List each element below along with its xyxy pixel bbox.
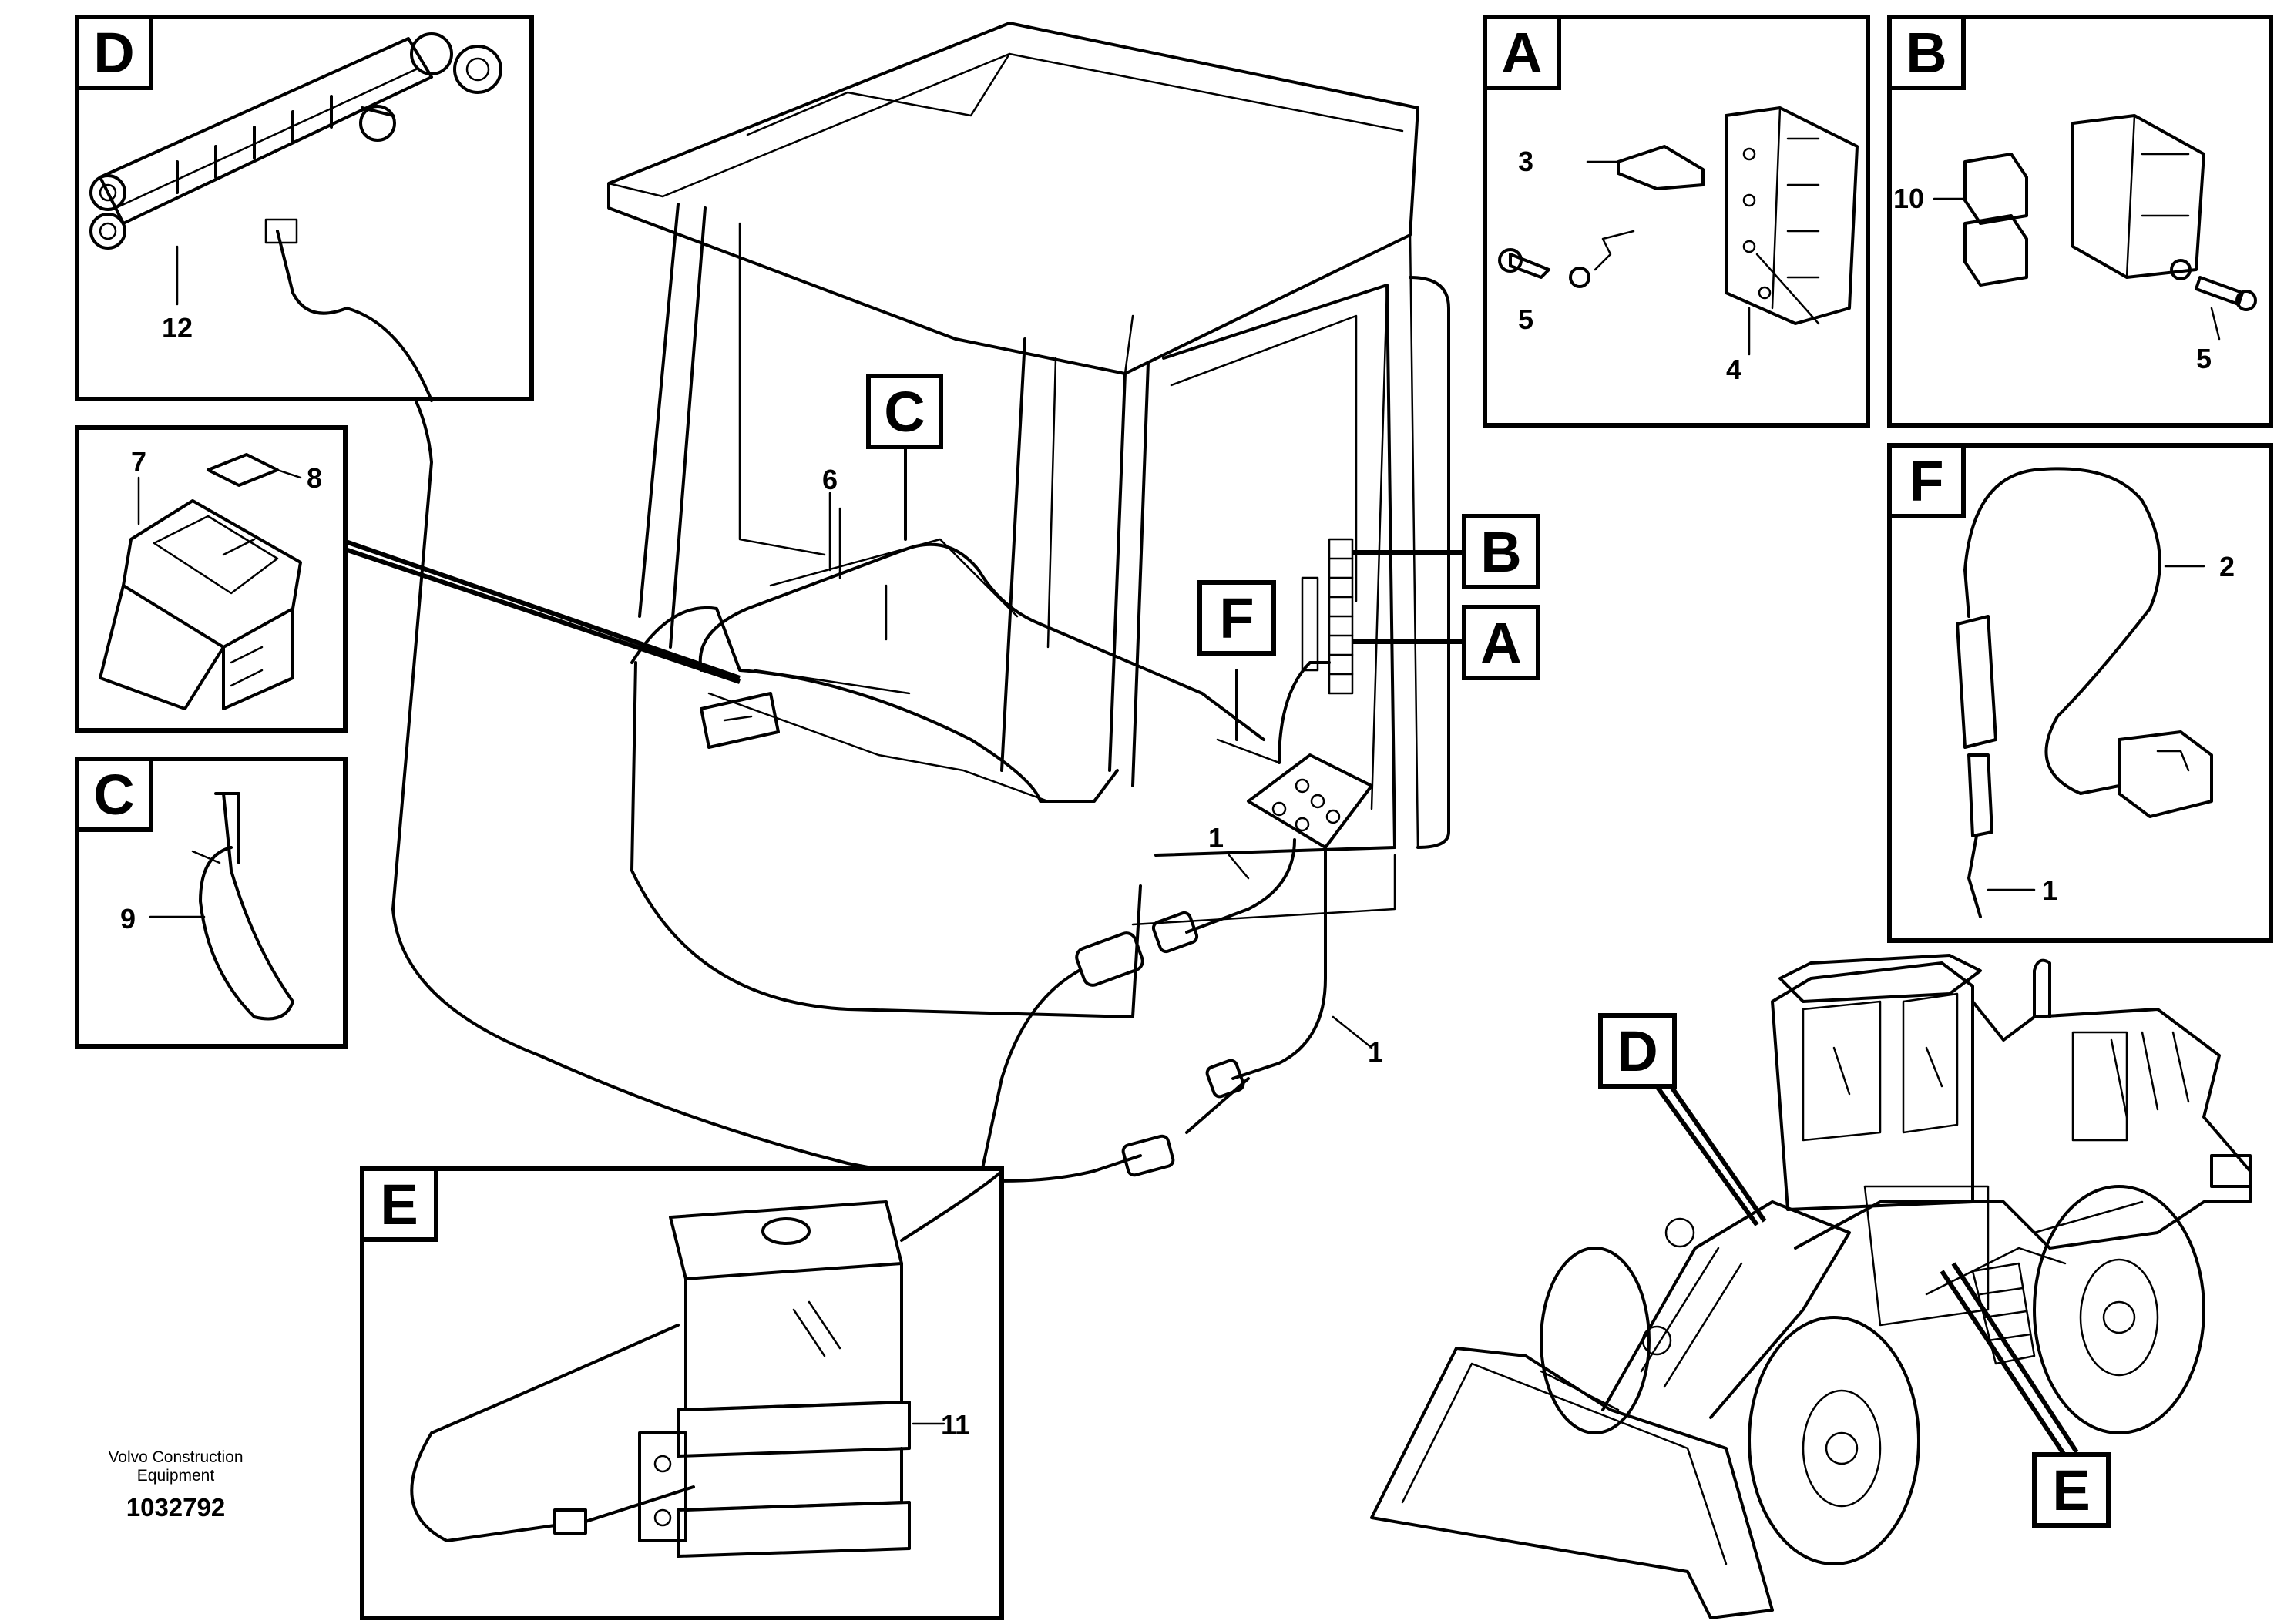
badge-F-panel: F xyxy=(1887,443,1966,518)
label-A-panel: A xyxy=(1501,21,1542,85)
label-D-loader: D xyxy=(1617,1019,1658,1083)
cab-illustration xyxy=(330,22,1450,1188)
badge-C-panel: C xyxy=(75,757,153,832)
detail-E-panel xyxy=(360,1166,1004,1620)
part-1-label-cab: 1 xyxy=(1208,822,1224,854)
part-6-label: 6 xyxy=(822,464,838,495)
label-B-panel: B xyxy=(1906,21,1946,85)
part-5-label-B: 5 xyxy=(2196,343,2212,374)
part-9-label: 9 xyxy=(120,903,136,934)
label-C-cab: C xyxy=(884,380,925,444)
part-11-label: 11 xyxy=(941,1409,970,1441)
part-10-label: 10 xyxy=(1893,183,1924,214)
part-1-label-F: 1 xyxy=(2042,874,2057,906)
detail-F-panel xyxy=(1887,443,2273,943)
badge-A-cab: A xyxy=(1462,605,1540,680)
drawing-id: 1032792 xyxy=(126,1493,225,1522)
label-F-cab: F xyxy=(1219,586,1254,650)
part-3-label: 3 xyxy=(1518,146,1533,177)
label-A-cab: A xyxy=(1480,611,1521,675)
company-line1: Volvo Construction xyxy=(108,1448,243,1466)
company-line2: Equipment xyxy=(137,1467,215,1485)
part-5-label-A: 5 xyxy=(1518,304,1533,335)
footer-block: Volvo Construction Equipment 1032792 xyxy=(108,1448,243,1522)
label-B-cab: B xyxy=(1480,520,1521,584)
label-E-loader: E xyxy=(2052,1458,2090,1522)
badge-F-cab: F xyxy=(1197,580,1276,656)
part-7-label: 7 xyxy=(131,446,146,478)
part-2-label: 2 xyxy=(2219,551,2235,582)
badge-C-top: C xyxy=(866,374,943,449)
badge-E-loader: E xyxy=(2032,1452,2111,1528)
badge-B-cab: B xyxy=(1462,514,1540,589)
badge-E-panel: E xyxy=(360,1166,438,1242)
switch-detail-panel xyxy=(75,425,348,733)
callout-leaders xyxy=(338,445,1464,741)
badge-D-top: D xyxy=(75,15,153,90)
number-leaders xyxy=(838,507,1373,1049)
part-12-label: 12 xyxy=(162,312,193,344)
label-F-panel: F xyxy=(1909,449,1943,513)
badge-D-loader: D xyxy=(1598,1013,1677,1089)
label-D-top: D xyxy=(93,21,134,85)
part-1-label-lower: 1 xyxy=(1368,1036,1383,1068)
label-C-panel: C xyxy=(93,763,134,827)
badge-A-panel: A xyxy=(1483,15,1561,90)
label-E-panel: E xyxy=(380,1173,418,1236)
badge-B-panel: B xyxy=(1887,15,1966,90)
part-4-label: 4 xyxy=(1726,354,1741,385)
wheel-loader-illustration xyxy=(1370,954,2252,1619)
part-number-labels: 12 7 8 9 6 1 1 11 3 5 4 10 5 2 1 xyxy=(120,146,2235,1441)
part-8-label: 8 xyxy=(307,462,322,494)
